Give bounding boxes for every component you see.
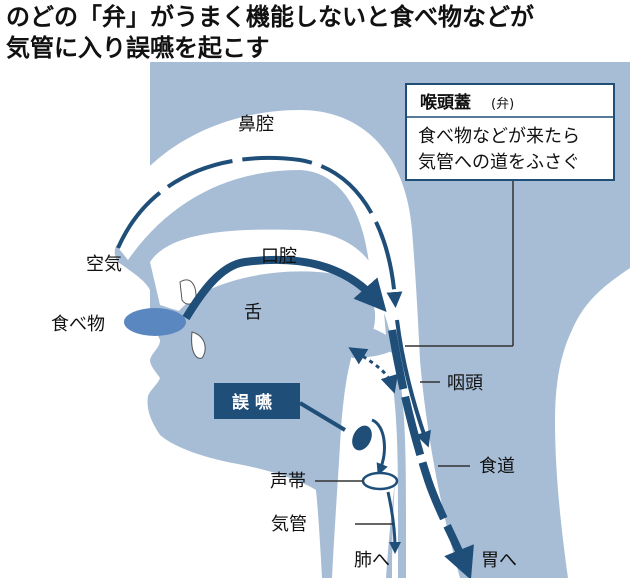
food-flow-arrow xyxy=(182,255,387,321)
label-oral-cavity: 口腔 xyxy=(261,246,297,267)
epiglottis-callout-box xyxy=(405,83,615,181)
air-flow-arrow-down xyxy=(395,319,431,448)
trachea-wall xyxy=(392,378,406,578)
esophagus-flow-arrow xyxy=(388,329,474,578)
label-food: 食べ物 xyxy=(51,314,105,335)
title-line-1: のどの「弁」がうまく機能しないと食べ物などが xyxy=(6,3,534,31)
aspiration-label: 誤 嚥 xyxy=(232,392,272,413)
label-to-lungs: 肺へ xyxy=(354,550,390,571)
title-line-2: 気管に入り誤嚥を起こす xyxy=(6,34,270,62)
food-bolus xyxy=(124,308,186,336)
air-flow-arrow xyxy=(116,155,403,308)
tongue xyxy=(171,271,376,363)
aspiration-flow-arrow xyxy=(371,418,388,476)
label-air: 空気 xyxy=(86,254,122,275)
label-to-stomach: 胃へ xyxy=(481,550,517,571)
label-vocal-cords: 声帯 xyxy=(270,471,306,492)
epiglottis-motion-arrow xyxy=(348,347,398,394)
diagram-title: のどの「弁」がうまく機能しないと食べ物などが 気管に入り誤嚥を起こす xyxy=(6,2,626,64)
callout-title-note: (弁) xyxy=(491,97,514,112)
vocal-cords xyxy=(361,471,399,491)
label-tongue: 舌 xyxy=(244,302,262,323)
callout-line-1: 食べ物などが来たら xyxy=(418,126,580,147)
callout-title: 喉頭蓋 xyxy=(420,92,471,113)
label-nasal-cavity: 鼻腔 xyxy=(238,114,274,135)
label-trachea: 気管 xyxy=(271,514,307,535)
nasal-airway xyxy=(108,110,460,578)
leader-aspiration xyxy=(298,401,347,432)
throat-opening xyxy=(332,345,404,578)
lower-tooth xyxy=(191,331,206,359)
aspiration-particle xyxy=(352,425,372,451)
aspiration-label-box xyxy=(214,383,300,419)
callout-line-2: 気管への道をふさぐ xyxy=(418,152,580,173)
lung-flow-arrow xyxy=(386,491,401,554)
label-esophagus: 食道 xyxy=(479,456,515,477)
label-pharynx: 咽頭 xyxy=(447,373,483,394)
